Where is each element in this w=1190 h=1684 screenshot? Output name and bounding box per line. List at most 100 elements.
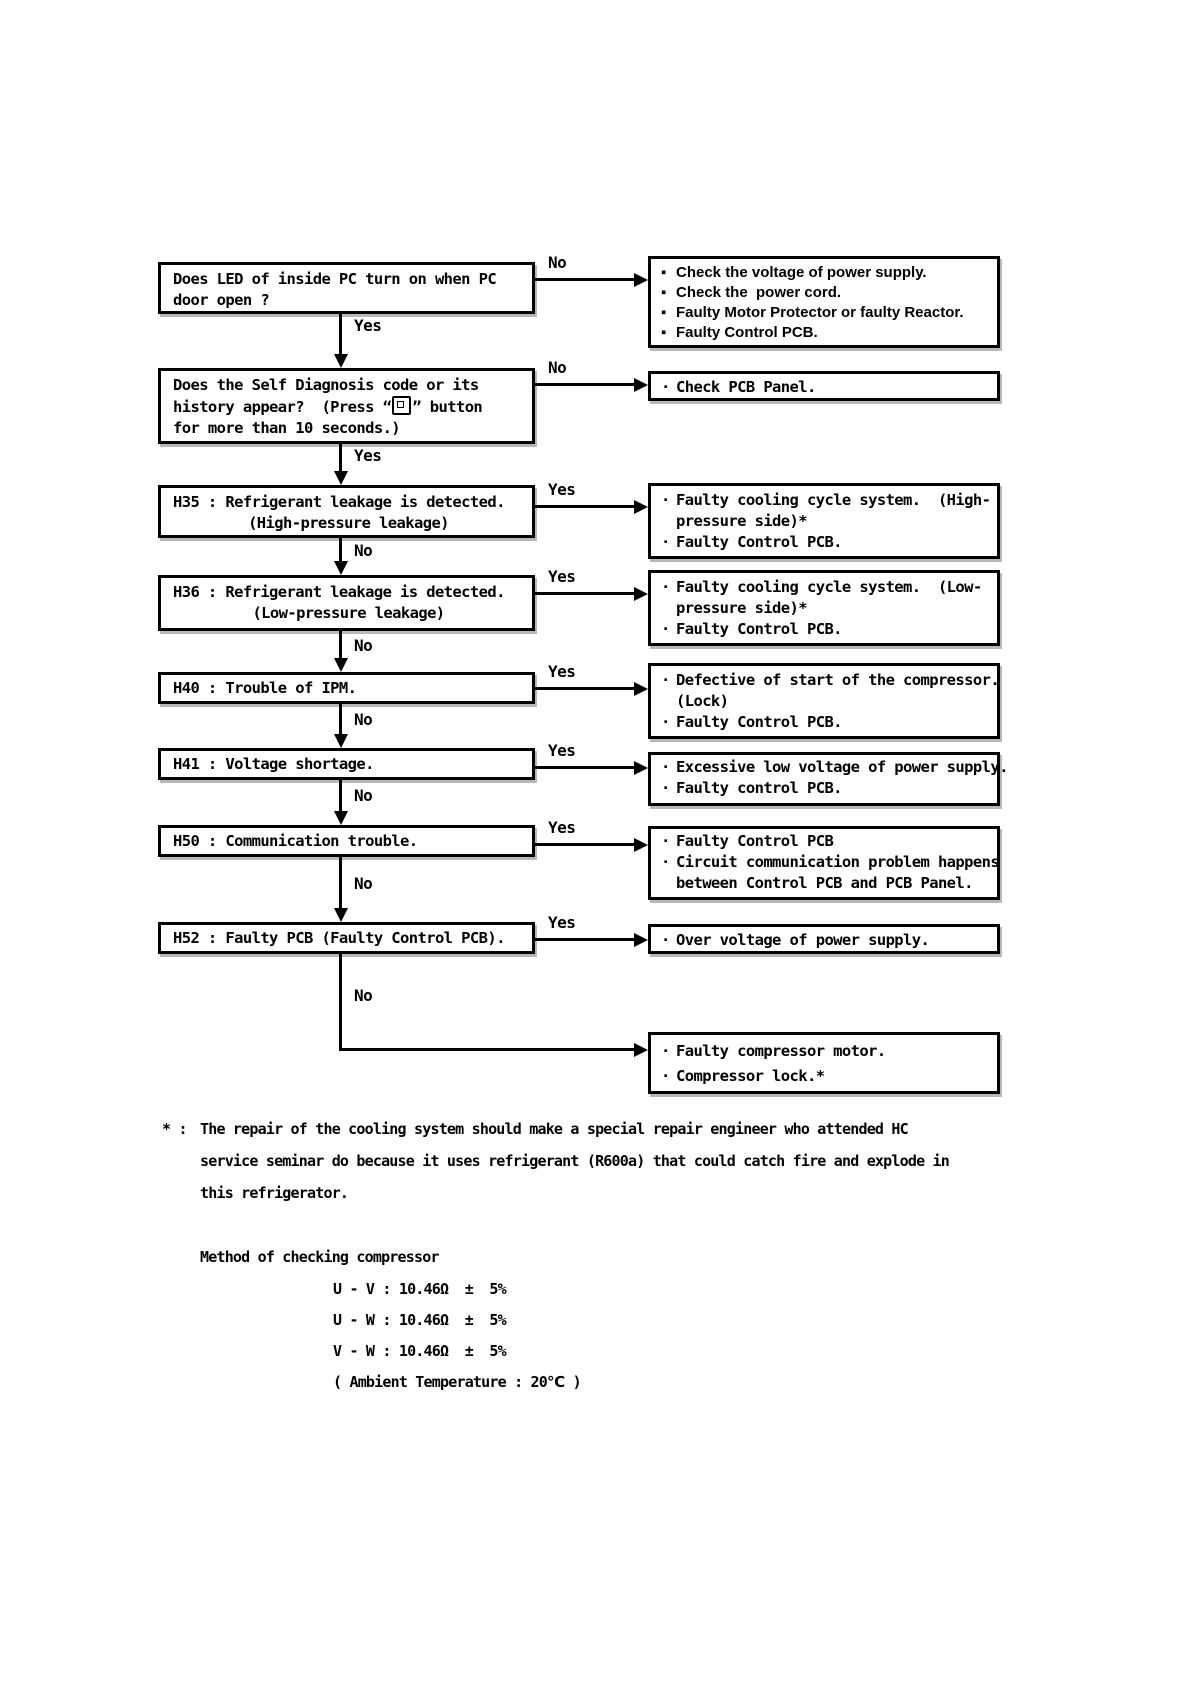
no-label: No	[354, 786, 373, 805]
result-item: ·Compressor lock.*	[661, 1064, 989, 1089]
result-box-power-supply: ▪Check the voltage of power supply. ▪Che…	[648, 256, 1000, 348]
bullet-icon: ·	[661, 378, 670, 396]
box-line: H36 : Refrigerant leakage is detected.	[173, 583, 505, 601]
arrow-line-h36-yes	[535, 592, 636, 595]
code-box-h35: H35 : Refrigerant leakage is detected. (…	[158, 485, 535, 538]
connector-h40-h41	[339, 704, 342, 736]
box-line: (Low-pressure leakage)	[252, 604, 445, 622]
arrowhead-q2-no	[634, 377, 648, 392]
connector-h52-final-horizontal	[339, 1048, 634, 1051]
question-box-led-door: Does LED of inside PC turn on when PC do…	[158, 262, 535, 314]
method-ambient: ( Ambient Temperature : 20℃ )	[333, 1373, 582, 1391]
bullet-icon: ·	[661, 578, 670, 596]
box-line: H50 : Communication trouble.	[173, 832, 418, 850]
bullet-icon: ▪	[661, 284, 667, 301]
connector-q2-h35	[339, 444, 342, 473]
result-box-h50: ·Faulty Control PCB ·Circuit communicati…	[648, 826, 1000, 900]
box-line: (High-pressure leakage)	[248, 514, 449, 532]
box-line: Does LED of inside PC turn on when PC	[173, 270, 497, 288]
box-line: history appear? (Press “” button	[173, 396, 483, 416]
footnote-line: service seminar do because it uses refri…	[200, 1152, 950, 1170]
arrow-line-q2-no	[535, 383, 636, 386]
arrowhead-q1-no	[634, 272, 648, 287]
arrowhead-q2-h35	[333, 471, 348, 485]
yes-label: Yes	[548, 913, 576, 932]
arrow-line-h50-yes	[535, 843, 636, 846]
arrowhead-h35-h36	[333, 561, 348, 575]
code-box-h40: H40 : Trouble of IPM.	[158, 672, 535, 704]
method-row-uw: U - W : 10.46Ω ± 5%	[333, 1311, 507, 1329]
result-item: ·Defective of start of the compressor.	[661, 671, 1000, 689]
result-item-continuation: (Lock)	[676, 692, 729, 710]
box-line: door open ?	[173, 291, 270, 309]
result-item: ·Faulty compressor motor.	[661, 1039, 989, 1064]
bullet-icon: ·	[661, 1067, 670, 1085]
method-row-uv: U - V : 10.46Ω ± 5%	[333, 1280, 507, 1298]
connector-h36-h40	[339, 631, 342, 660]
result-item-continuation: pressure side)*	[676, 512, 808, 530]
arrowhead-h50-yes	[634, 837, 648, 852]
no-label: No	[548, 358, 567, 377]
result-item: ·Over voltage of power supply.	[661, 931, 930, 949]
result-box-h40: ·Defective of start of the compressor. (…	[648, 663, 1000, 739]
yes-label: Yes	[548, 567, 576, 586]
no-label: No	[354, 710, 373, 729]
arrowhead-q1-q2	[333, 354, 348, 368]
yes-label: Yes	[548, 662, 576, 681]
box-line: Does the Self Diagnosis code or its	[173, 376, 479, 394]
arrowhead-h41-yes	[634, 760, 648, 775]
bullet-icon: ·	[661, 1042, 670, 1060]
connector-h50-h52	[339, 857, 342, 910]
connector-h35-h36	[339, 538, 342, 563]
result-item: ·Check PCB Panel.	[661, 378, 816, 396]
box-line: for more than 10 seconds.)	[173, 419, 401, 437]
arrowhead-h36-h40	[333, 658, 348, 672]
arrowhead-h50-h52	[333, 908, 348, 922]
no-label: No	[354, 986, 373, 1005]
yes-label: Yes	[354, 446, 382, 465]
result-item-continuation: between Control PCB and PCB Panel.	[676, 874, 973, 892]
connector-h52-final-vertical	[339, 954, 342, 1051]
bullet-icon: ·	[661, 779, 670, 797]
yes-label: Yes	[548, 818, 576, 837]
result-item: ▪Check the voltage of power supply.	[661, 264, 927, 281]
diagnosis-button-icon	[392, 396, 412, 415]
arrowhead-h36-yes	[634, 586, 648, 601]
result-item: ·Faulty Control PCB.	[661, 713, 843, 731]
footnote-marker: * :	[162, 1120, 187, 1138]
bullet-icon: ·	[661, 713, 670, 731]
result-item: ·Circuit communication problem happens	[661, 853, 1000, 871]
footnote-line: The repair of the cooling system should …	[200, 1120, 909, 1138]
result-item-continuation: pressure side)*	[676, 599, 808, 617]
connector-q1-q2	[339, 314, 342, 356]
result-box-h41: ·Excessive low voltage of power supply. …	[648, 752, 1008, 806]
arrowhead-h40-yes	[634, 681, 648, 696]
result-item: ▪Faulty Motor Protector or faulty Reacto…	[661, 304, 964, 321]
no-label: No	[354, 874, 373, 893]
result-item: ·Faulty cooling cycle system. (High-	[661, 491, 991, 509]
bullet-icon: ▪	[661, 264, 667, 281]
result-box-pcb-panel: ·Check PCB Panel.	[648, 371, 1000, 401]
result-box-h52: ·Over voltage of power supply.	[648, 924, 1000, 954]
arrowhead-h41-h50	[333, 811, 348, 825]
result-item: ·Faulty Control PCB.	[661, 533, 843, 551]
code-box-h36: H36 : Refrigerant leakage is detected. (…	[158, 575, 535, 631]
method-title: Method of checking compressor	[200, 1248, 440, 1266]
bullet-icon: ·	[661, 533, 670, 551]
result-item: ▪Check the power cord.	[661, 284, 842, 301]
yes-label: Yes	[548, 480, 576, 499]
yes-label: Yes	[354, 316, 382, 335]
yes-label: Yes	[548, 741, 576, 760]
bullet-icon: ·	[661, 620, 670, 638]
arrow-line-q1-no	[535, 278, 636, 281]
box-line: H41 : Voltage shortage.	[173, 755, 374, 773]
bullet-icon: ·	[661, 853, 670, 871]
code-box-h50: H50 : Communication trouble.	[158, 825, 535, 857]
bullet-icon: ·	[661, 758, 670, 776]
result-box-compressor: ·Faulty compressor motor. ·Compressor lo…	[648, 1032, 1000, 1094]
box-line: H35 : Refrigerant leakage is detected.	[173, 493, 505, 511]
bullet-icon: ▪	[661, 304, 667, 321]
method-row-vw: V - W : 10.46Ω ± 5%	[333, 1342, 507, 1360]
result-box-h36: ·Faulty cooling cycle system. (Low- pres…	[648, 570, 1000, 646]
